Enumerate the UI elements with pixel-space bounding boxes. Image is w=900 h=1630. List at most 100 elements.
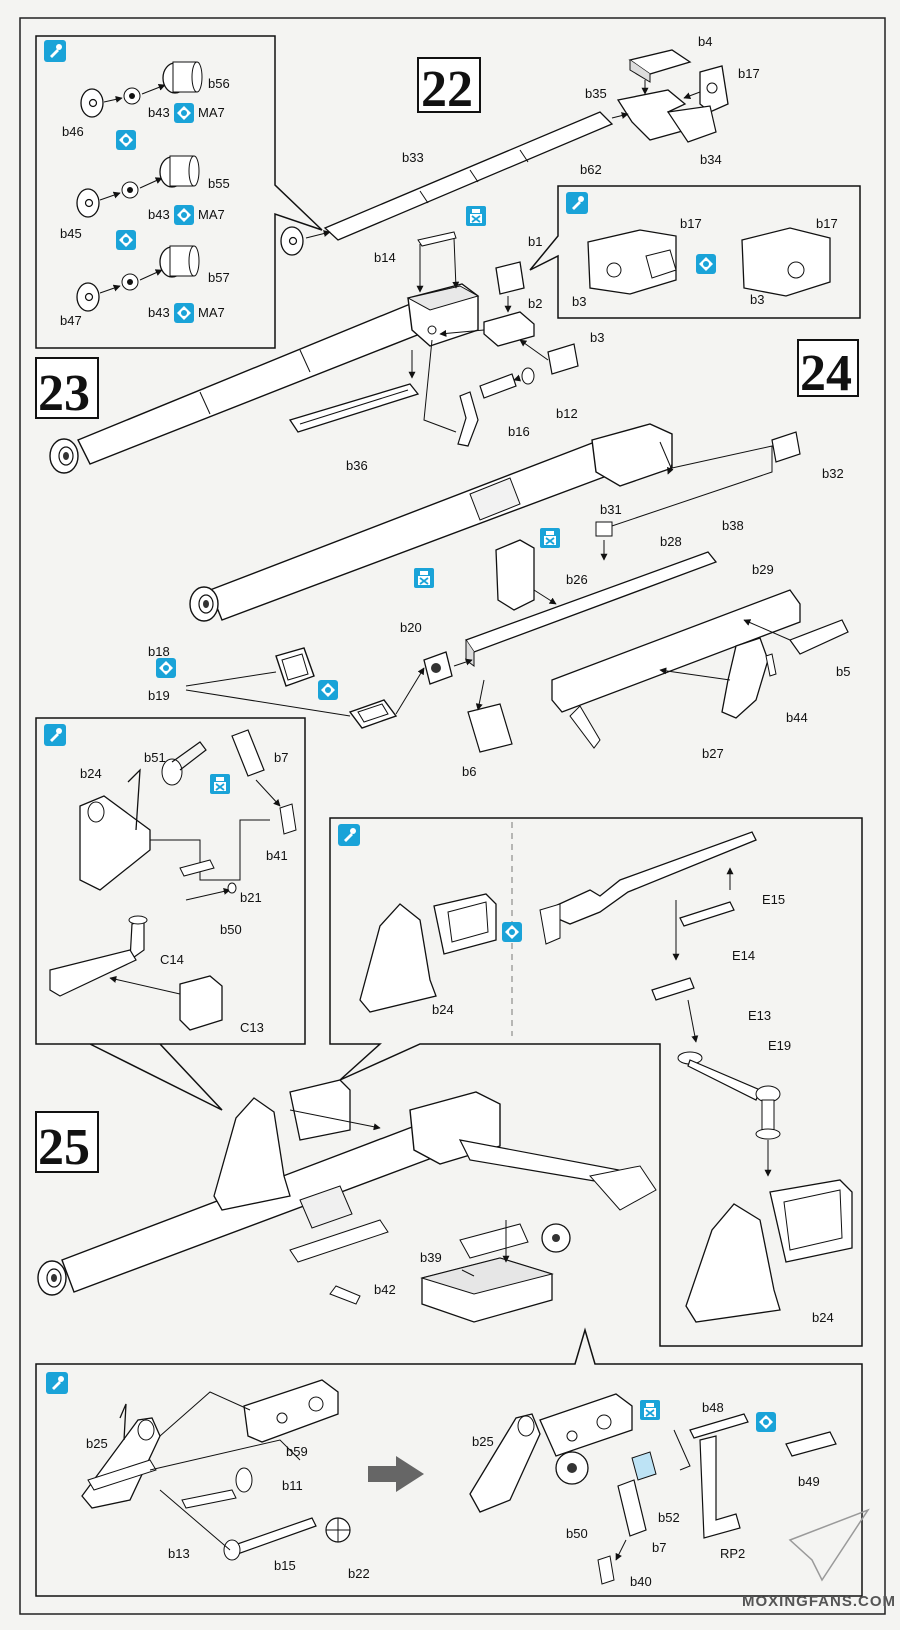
part-label: b17 — [816, 216, 838, 231]
glue-icon — [338, 824, 360, 846]
part-label: b25 — [86, 1436, 108, 1451]
step-22-option-inset: b56 b43 MA7 b46 b55 b43 MA7 b45 b57 b43 … — [35, 35, 323, 349]
part-label: b21 — [240, 890, 262, 905]
part-label: b6 — [462, 764, 476, 779]
part-label: b45 — [60, 226, 82, 241]
option-icon — [116, 230, 136, 250]
option-icon — [174, 205, 194, 225]
part-label: b49 — [798, 1474, 820, 1489]
part-label: b24 — [812, 1310, 834, 1325]
part-label: b24 — [80, 766, 102, 781]
no-cement-icon — [639, 1399, 661, 1421]
part-label: b19 — [148, 688, 170, 703]
part-label: b40 — [630, 1574, 652, 1589]
part-label: b22 — [348, 1566, 370, 1581]
option-icon — [174, 303, 194, 323]
part-label: b38 — [722, 518, 744, 533]
option-icon — [696, 254, 716, 274]
part-label: b50 — [566, 1526, 588, 1541]
part-label: b33 — [402, 150, 424, 165]
part-label: b31 — [600, 502, 622, 517]
part-label: C13 — [240, 1020, 264, 1035]
part-label: E19 — [768, 1038, 791, 1053]
svg-text:23: 23 — [38, 365, 90, 422]
option-icon — [174, 103, 194, 123]
option-icon — [502, 922, 522, 942]
part-label: b62 — [580, 162, 602, 177]
part-label: b1 — [528, 234, 542, 249]
part-label: b17 — [680, 216, 702, 231]
part-label: b47 — [60, 313, 82, 328]
part-label: E13 — [748, 1008, 771, 1023]
part-label: b12 — [556, 406, 578, 421]
part-label: b20 — [400, 620, 422, 635]
part-label: C14 — [160, 952, 184, 967]
part-label: b57 — [208, 270, 230, 285]
part-label: b3 — [750, 292, 764, 307]
watermark-text: MOXINGFANS.COM — [742, 1593, 896, 1610]
part-label: b29 — [752, 562, 774, 577]
part-label: b39 — [420, 1250, 442, 1265]
part-label: b16 — [508, 424, 530, 439]
part-label: b28 — [660, 534, 682, 549]
part-label: b26 — [566, 572, 588, 587]
option-icon — [156, 658, 176, 678]
part-label: b50 — [220, 922, 242, 937]
no-cement-icon — [413, 567, 435, 589]
part-label: b43 — [148, 207, 170, 222]
part-label: b3 — [572, 294, 586, 309]
part-label: b2 — [528, 296, 542, 311]
svg-text:24: 24 — [800, 345, 852, 402]
part-label: b17 — [738, 66, 760, 81]
part-label: RP2 — [720, 1546, 745, 1561]
part-label: b5 — [836, 664, 850, 679]
step-24-carriage-assembly: b32 b38 b31 b28 b29 b26 b5 b20 b18 b19 b… — [148, 423, 850, 779]
part-label: b15 — [274, 1558, 296, 1573]
part-label: b4 — [698, 34, 712, 49]
no-cement-icon — [209, 773, 231, 795]
glue-icon — [44, 40, 66, 62]
part-label: b52 — [658, 1510, 680, 1525]
glue-icon — [44, 724, 66, 746]
step-number-22: 22 — [417, 57, 481, 118]
page-frame — [19, 17, 886, 1615]
marking-label: MA7 — [198, 207, 225, 222]
part-label: b56 — [208, 76, 230, 91]
part-label: E14 — [732, 948, 755, 963]
step-number-23: 23 — [35, 357, 99, 422]
glue-icon — [566, 192, 588, 214]
marking-label: MA7 — [198, 305, 225, 320]
part-label: b48 — [702, 1400, 724, 1415]
option-icon — [318, 680, 338, 700]
part-label: E15 — [762, 892, 785, 907]
watermark: MOXINGFANS.COM — [742, 1508, 896, 1610]
part-label: b36 — [346, 458, 368, 473]
option-icon — [756, 1412, 776, 1432]
step-number-25: 25 — [35, 1111, 99, 1176]
step-23-barrel-assembly: b14 b1 b2 b3 b12 b16 b36 — [49, 205, 604, 474]
part-label: b18 — [148, 644, 170, 659]
bottom-detail-inset: b25 b59 b11 b13 b15 b22 b25 b50 b52 b7 b… — [35, 1327, 863, 1597]
part-label: b25 — [472, 1434, 494, 1449]
part-label: b55 — [208, 176, 230, 191]
step-25-gun-assembly: b39 b42 — [37, 1079, 657, 1323]
part-label: b13 — [168, 1546, 190, 1561]
part-label: b14 — [374, 250, 396, 265]
part-label: b43 — [148, 305, 170, 320]
part-label: b11 — [282, 1478, 303, 1493]
step-25-support-inset: E15 E14 E13 E19 b24 b24 — [329, 817, 863, 1347]
marking-label: MA7 — [198, 105, 225, 120]
part-label: b42 — [374, 1282, 396, 1297]
part-label: b32 — [822, 466, 844, 481]
no-cement-icon — [465, 205, 487, 227]
part-label: b51 — [144, 750, 166, 765]
part-label: b27 — [702, 746, 724, 761]
b17-option-inset: b17 b3 b17 b3 — [529, 185, 861, 319]
part-label: b34 — [700, 152, 722, 167]
part-label: b43 — [148, 105, 170, 120]
part-label: b7 — [652, 1540, 666, 1555]
part-label: b44 — [786, 710, 808, 725]
part-label: b35 — [585, 86, 607, 101]
part-label: b3 — [590, 330, 604, 345]
svg-text:25: 25 — [38, 1119, 90, 1176]
